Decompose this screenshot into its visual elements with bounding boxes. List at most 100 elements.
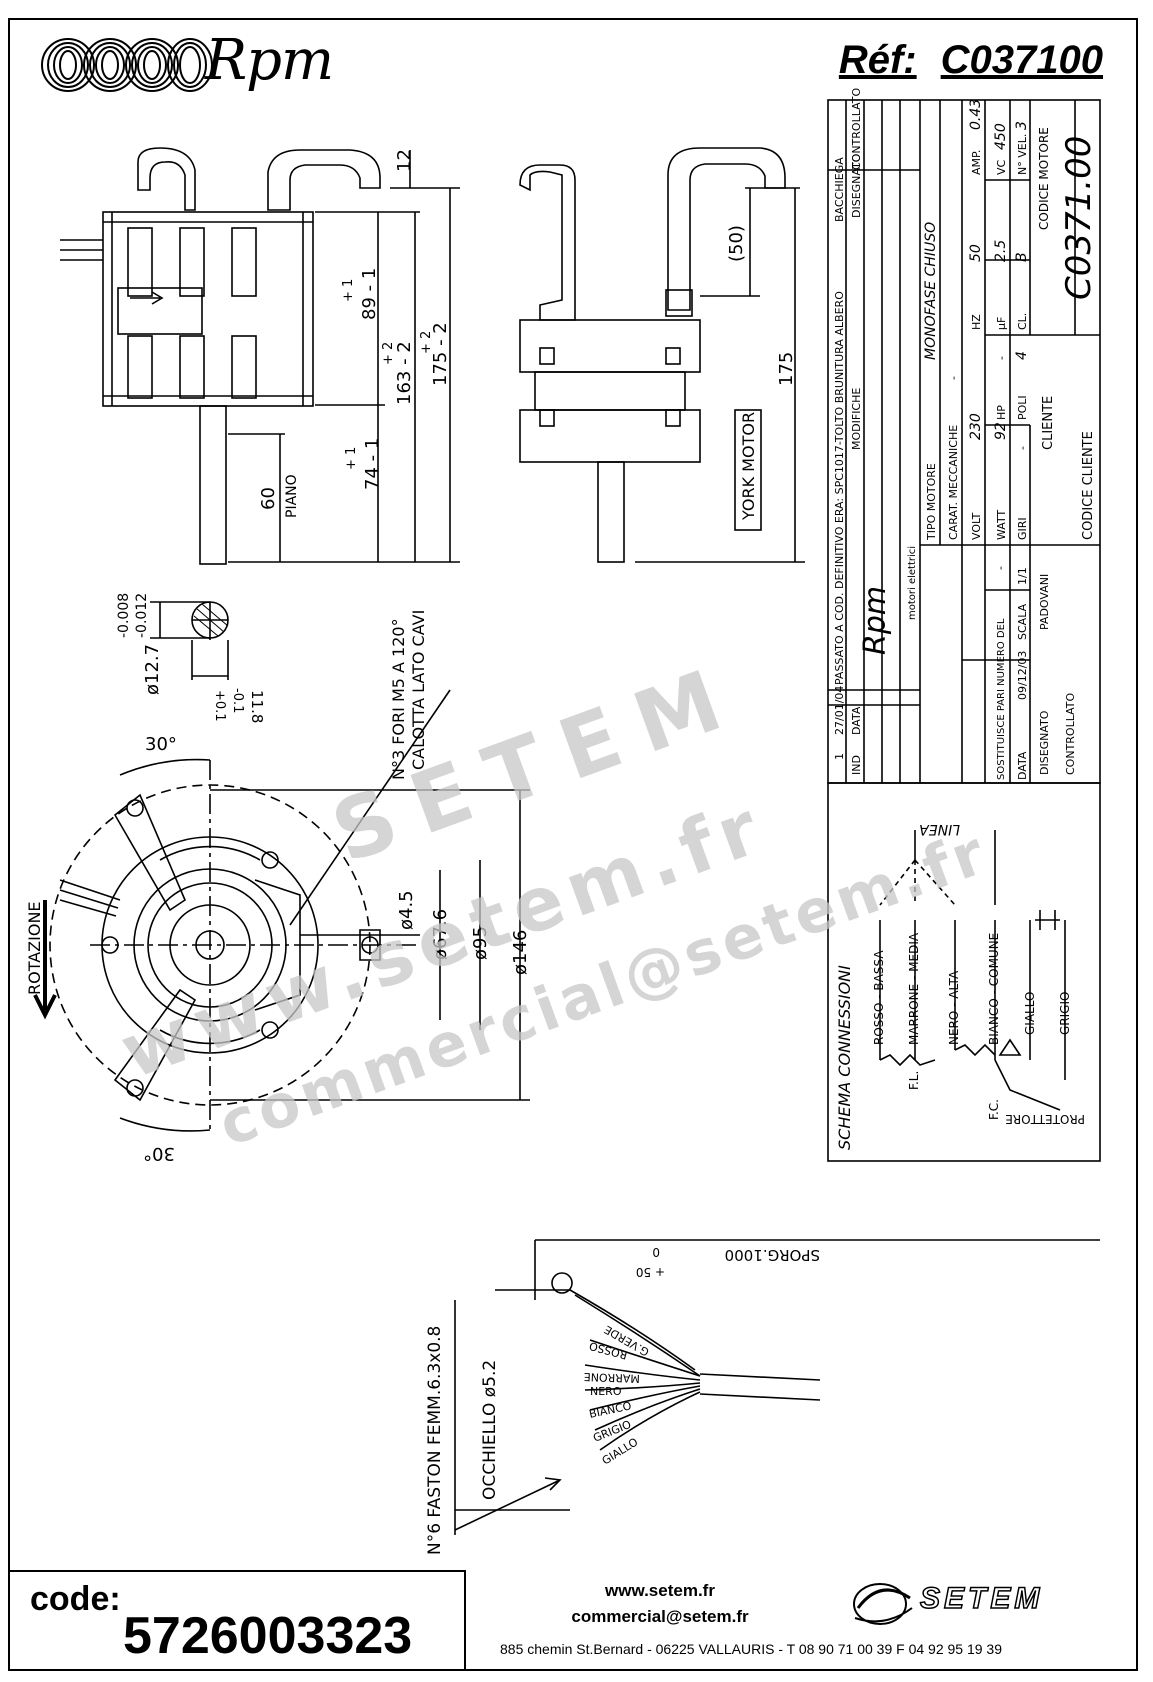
fori-note-2: CALOTTA LATO CAVI: [409, 610, 428, 770]
dim-74-tol: + 1: [344, 447, 359, 470]
tipo-motore-label: TIPO MOTORE: [925, 463, 938, 541]
ind-label: IND: [850, 755, 863, 775]
linea-label: LINEA: [919, 821, 960, 837]
dim-89: 89 - 1: [359, 268, 380, 320]
cable-texts: SPORG.1000 0 + 50 OCCHIELLO ø5.2 N°6 FAS…: [425, 1245, 820, 1555]
dim-163-tol: + 2: [381, 342, 396, 365]
giri-value: -: [1016, 446, 1029, 450]
rev-ind: 1: [833, 753, 846, 760]
footer-email[interactable]: commercial@setem.fr: [571, 1607, 749, 1626]
modifiche-label: MODIFICHE: [850, 388, 863, 450]
dim-89-tol: + 1: [341, 279, 356, 302]
brand-name: Rpm: [205, 28, 334, 93]
schema-box: [827, 782, 1101, 1162]
codice-cliente-label: CODICE CLIENTE: [1081, 431, 1096, 540]
angle-bottom: 30°: [143, 1143, 175, 1164]
rev-by: BACCHIEGA: [833, 157, 846, 222]
nvel-value: 3: [1014, 121, 1030, 130]
front-shaft: [597, 461, 625, 563]
poli-label: POLI: [1016, 395, 1029, 420]
cl-value: B: [1014, 252, 1030, 262]
hp-value: -: [995, 356, 1008, 360]
codice-motore-value: C0371.00: [1059, 136, 1099, 300]
amp-value: 0.43: [968, 99, 984, 130]
watt-value: 92: [993, 422, 1009, 440]
data-label: DATA: [850, 706, 863, 735]
uf-value: 2.5: [993, 240, 1009, 262]
footer-address: 885 chemin St.Bernard - 06225 VALLAURIS …: [500, 1641, 1002, 1657]
carat-label: CARAT. MECCANICHE: [947, 425, 960, 540]
codice-motore-label: CODICE MOTORE: [1037, 127, 1051, 230]
nvel-label: N° VEL.: [1016, 134, 1029, 175]
volt-label: VOLT: [970, 512, 983, 540]
uf-label: µF: [995, 317, 1008, 330]
wire-5-label: GIALLO: [1023, 992, 1037, 1035]
wire-nero-label: NERO: [590, 1385, 622, 1398]
drawing-frame: [8, 18, 1138, 1671]
code-value: 5726003323: [123, 1607, 413, 1665]
setem-brand: SETEM: [919, 1581, 1044, 1616]
rpm-small: Rpm: [858, 586, 893, 655]
wire-3-label: NERO - ALTA: [947, 970, 961, 1045]
giri-label: GIRI: [1016, 517, 1029, 540]
footer-website[interactable]: www.setem.fr: [605, 1581, 715, 1600]
poli-value: 4: [1014, 351, 1030, 360]
cable-bundle: [699, 1373, 821, 1401]
wire-gv: [569, 1289, 696, 1371]
hz-value: 50: [968, 244, 984, 262]
side-motor-body: [102, 211, 314, 407]
fl-label: F.L.: [907, 1071, 921, 1090]
shaft-diameter: ø12.7: [142, 644, 163, 695]
motori-elettrici: motori elettrici: [907, 546, 918, 620]
schema-title: SCHEMA CONNESSIONI: [835, 965, 854, 1150]
dim-67-6: ø67.6: [430, 909, 451, 960]
york-motor-label: YORK MOTOR: [739, 412, 758, 521]
sporg-label: SPORG.1000: [725, 1246, 820, 1264]
hp-label: HP: [995, 405, 1008, 420]
ref-value: C037100: [940, 38, 1103, 82]
rev-desc: PASSATO A COD. DEFINITIVO ERA: SPC1017-T…: [833, 291, 846, 685]
data2-value: 09/12/03: [1016, 651, 1029, 700]
amp-label: AMP.: [970, 150, 983, 175]
sostituisce-value: -: [994, 566, 1007, 570]
dim-175b: 175: [776, 352, 797, 386]
hz-label: HZ: [970, 314, 983, 330]
dim-146: ø146: [510, 930, 531, 975]
shaft-tol-top: -0.008: [116, 593, 132, 638]
data2-label: DATA: [1016, 751, 1029, 780]
faston-label: N°6 FASTON FEMM.6.3x0.8: [425, 1326, 445, 1555]
ref-label: Réf:: [838, 38, 917, 82]
controllato2-label: CONTROLLATO: [1064, 693, 1077, 775]
tipo-motore-value: MONOFASE CHIUSO: [923, 222, 939, 360]
dim-175: 175 - 2: [430, 322, 451, 386]
flat-tol-top: -0.1: [230, 688, 245, 713]
fc-label: F.C.: [987, 1099, 1001, 1120]
setem-logo-icon: [853, 1583, 913, 1625]
rpm-logo: [41, 38, 213, 92]
flat-tol-bot: +0.1: [212, 690, 227, 722]
wire-1-label: ROSSO - BASSA: [872, 950, 886, 1045]
side-shaft: [199, 405, 227, 565]
sostituisce-label: SOSTITUISCE PARI NUMERO DEL: [996, 618, 1007, 780]
watt-label: WATT: [995, 510, 1008, 540]
dim-163: 163 - 2: [394, 341, 415, 405]
cl-label: CL.: [1016, 313, 1029, 330]
shaft-tol-bot: -0.012: [134, 593, 150, 638]
volt-value: 230: [968, 413, 984, 440]
dimension-texts: 12 89 - 1 + 1 163 - 2 + 2 175 - 2 + 2 74…: [25, 149, 797, 1164]
side-slots: [117, 227, 257, 399]
york-motor-box: [734, 409, 762, 531]
angle-top: 30°: [145, 734, 177, 755]
front-plate-mid: [534, 371, 686, 411]
dim-60: 60: [258, 487, 279, 510]
dim-74: 74 - 1: [362, 438, 383, 490]
sporg-tol-2: + 50: [636, 1265, 665, 1279]
flat-dim: 11.8: [248, 690, 266, 723]
schema-texts: SCHEMA CONNESSIONI LINEA ROSSO - BASSA M…: [835, 821, 1085, 1150]
disegnato-label: DISEGNATO: [850, 153, 863, 218]
sporg-tol-1: 0: [652, 1245, 660, 1259]
fori-note-1: N°3 FORI M5 A 120°: [389, 618, 408, 780]
side-bracket-left: [137, 147, 196, 211]
title-block-texts: 1 27/01/04 PASSATO A COD. DEFINITIVO ERA…: [833, 88, 1099, 780]
